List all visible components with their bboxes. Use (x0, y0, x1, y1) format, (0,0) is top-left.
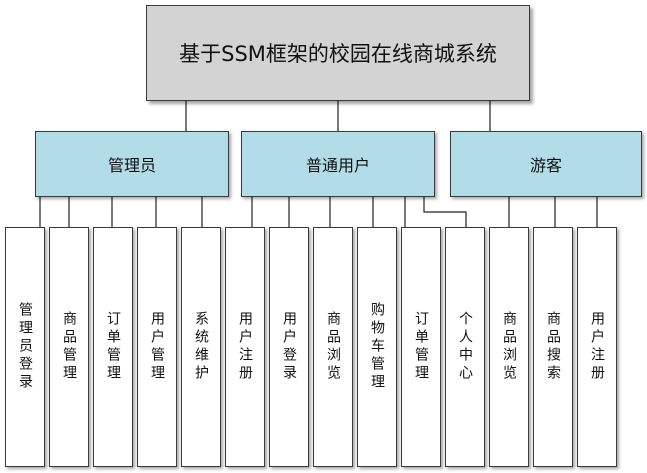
group-user-box: 普通用户 (241, 131, 435, 197)
leaf-admin-system-maintenance: 系统维护 (181, 227, 221, 467)
leaf-guest-product-search: 商品搜索 (533, 227, 573, 467)
group-guest-box: 游客 (450, 131, 642, 197)
leaf-user-register: 用户注册 (225, 227, 265, 467)
leaf-admin-user-management: 用户管理 (137, 227, 177, 467)
system-title-box: 基于SSM框架的校园在线商城系统 (146, 5, 530, 101)
leaf-guest-product-browse: 商品浏览 (489, 227, 529, 467)
leaf-admin-order-management: 订单管理 (93, 227, 133, 467)
leaf-admin-login: 管理员登录 (5, 227, 45, 467)
leaf-user-cart-management: 购物车管理 (357, 227, 397, 467)
leaf-guest-register: 用户注册 (577, 227, 617, 467)
leaf-user-login: 用户登录 (269, 227, 309, 467)
leaf-user-product-browse: 商品浏览 (313, 227, 353, 467)
leaf-user-order-management: 订单管理 (401, 227, 441, 467)
group-admin-box: 管理员 (35, 131, 229, 197)
leaf-admin-product-management: 商品管理 (49, 227, 89, 467)
leaf-user-personal-center: 个人中心 (445, 227, 485, 467)
